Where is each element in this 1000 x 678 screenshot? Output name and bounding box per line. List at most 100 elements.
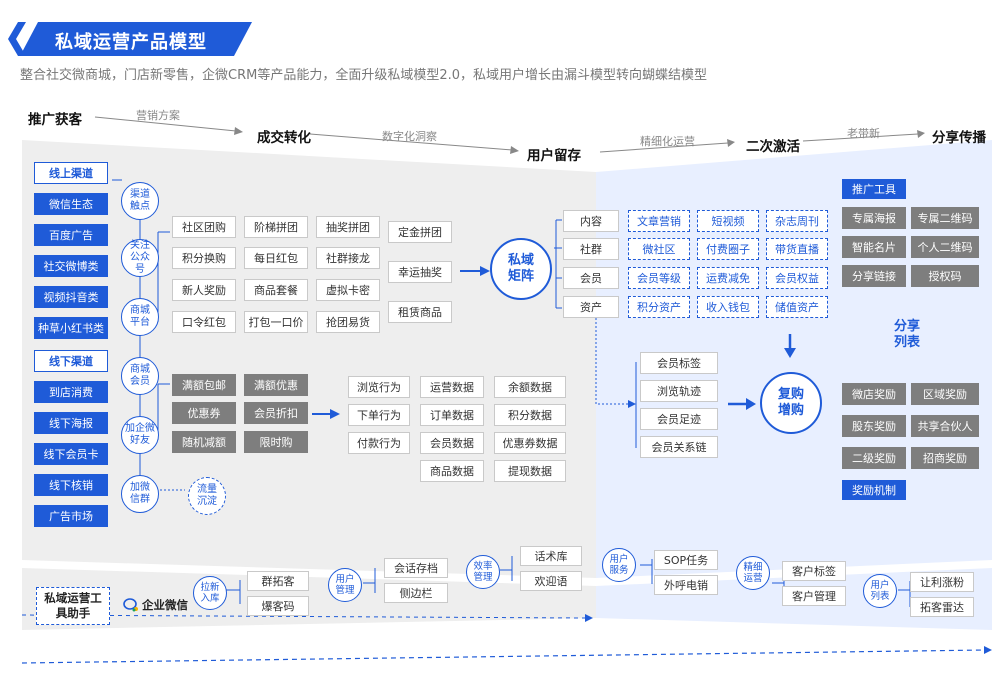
touchpoint-wecom: 加企微好友: [121, 416, 159, 454]
matrix-row-label: 社群: [563, 238, 619, 260]
channel-item: 种草小红书类: [34, 317, 108, 339]
toolbar-title: 私域运营工具助手: [36, 587, 110, 625]
matrix-item: 积分资产: [628, 296, 690, 318]
matrix-item: 短视频: [697, 210, 759, 232]
matrix-item: 运费减免: [697, 267, 759, 289]
data-item: 会员数据: [420, 432, 484, 454]
matrix-item: 带货直播: [766, 238, 828, 260]
discount-item: 随机减额: [172, 431, 236, 453]
member-tag-item: 浏览轨迹: [640, 380, 718, 402]
toolbar-item: 让利涨粉: [910, 572, 974, 592]
promo-item: 社区团购: [172, 216, 236, 238]
matrix-item: 储值资产: [766, 296, 828, 318]
toolbar-group: 精细运营: [736, 556, 770, 590]
data-item: 积分数据: [494, 404, 566, 426]
promo-tool-item: 专属二维码: [911, 207, 979, 229]
channel-item: 微信生态: [34, 193, 108, 215]
repurchase-circle: 复购增购: [760, 372, 822, 434]
promo-item: 新人奖励: [172, 279, 236, 301]
toolbar-gray: [22, 568, 596, 630]
stage-reactivate: 二次激活: [746, 139, 800, 155]
matrix-item: 微社区: [628, 238, 690, 260]
matrix-item: 杂志周刊: [766, 210, 828, 232]
promo-tool-item: 专属海报: [842, 207, 906, 229]
stage-link-label: 营销方案: [136, 109, 180, 122]
promo-item: 每日红包: [244, 247, 308, 269]
channel-item: 百度广告: [34, 224, 108, 246]
page-title: 私域运营产品模型: [55, 32, 207, 53]
data-item: 商品数据: [420, 460, 484, 482]
promo-item: 社群接龙: [316, 247, 380, 269]
matrix-item: 文章营销: [628, 210, 690, 232]
data-item: 优惠券数据: [494, 432, 566, 454]
promo-tools-title: 推广工具: [842, 179, 906, 199]
promo-tool-item: 分享链接: [842, 265, 906, 287]
stage-link-label: 精细化运营: [640, 135, 695, 148]
stage-acquire: 推广获客: [28, 112, 82, 128]
discount-item: 优惠券: [172, 402, 236, 424]
toolbar-item: 拓客雷达: [910, 597, 974, 617]
promo-item: 抢团易货: [316, 311, 380, 333]
toolbar-item: SOP任务: [654, 550, 718, 570]
touchpoint-group: 加微信群: [121, 475, 159, 513]
touchpoint-follow: 关注公众号: [121, 239, 159, 277]
channel-item: 到店消费: [34, 381, 108, 403]
wecom-icon: [123, 598, 138, 612]
toolbar-item: 客户管理: [782, 586, 846, 606]
promo-item: 打包一口价: [244, 311, 308, 333]
stage-retain: 用户留存: [527, 148, 581, 164]
promo-item: 虚拟卡密: [316, 279, 380, 301]
stage-link-label: 数字化洞察: [382, 130, 437, 143]
matrix-item: 会员权益: [766, 267, 828, 289]
toolbar-item: 会话存档: [384, 558, 448, 578]
toolbar-item: 爆客码: [247, 596, 309, 616]
promo-item: 商品套餐: [244, 279, 308, 301]
title-chevron-icon: [8, 22, 26, 56]
toolbar-item: 欢迎语: [520, 571, 582, 591]
data-item: 运营数据: [420, 376, 484, 398]
offline-channel-title: 线下渠道: [34, 350, 108, 372]
discount-item: 限时购: [244, 431, 308, 453]
behavior-item: 下单行为: [348, 404, 410, 426]
matrix-row-label: 会员: [563, 267, 619, 289]
behavior-item: 浏览行为: [348, 376, 410, 398]
member-tag-item: 会员足迹: [640, 408, 718, 430]
promo-extra-item: 定金拼团: [388, 221, 452, 243]
toolbar-item: 外呼电销: [654, 575, 718, 595]
touchpoint-channel: 渠道触点: [121, 182, 159, 220]
promo-item: 抽奖拼团: [316, 216, 380, 238]
reward-item: 股东奖励: [842, 415, 906, 437]
promo-tool-item: 个人二维码: [911, 236, 979, 258]
promo-item: 阶梯拼团: [244, 216, 308, 238]
matrix-item: 收入钱包: [697, 296, 759, 318]
reward-item: 区域奖励: [911, 383, 979, 405]
reward-mechanism: 奖励机制: [842, 480, 906, 500]
stage-share: 分享传播: [932, 130, 986, 146]
share-list-label: 分享列表: [893, 319, 920, 350]
promo-tool-item: 智能名片: [842, 236, 906, 258]
toolbar-group: 用户列表: [863, 574, 897, 608]
promo-tool-item: 授权码: [911, 265, 979, 287]
stage-convert: 成交转化: [257, 130, 311, 146]
reward-item: 二级奖励: [842, 447, 906, 469]
discount-item: 满额包邮: [172, 374, 236, 396]
wecom-logo: 企业微信: [123, 597, 188, 613]
reward-item: 共享合伙人: [911, 415, 979, 437]
touchpoint-mall: 商城平台: [121, 298, 159, 336]
stage-link-label: 老带新: [847, 127, 880, 140]
gray-panel: [22, 140, 596, 578]
reward-item: 微店奖励: [842, 383, 906, 405]
promo-extra-item: 幸运抽奖: [388, 261, 452, 283]
channel-item: 社交微博类: [34, 255, 108, 277]
matrix-item: 会员等级: [628, 267, 690, 289]
matrix-row-label: 资产: [563, 296, 619, 318]
matrix-item: 付费圈子: [697, 238, 759, 260]
matrix-row-label: 内容: [563, 210, 619, 232]
member-tag-item: 会员标签: [640, 352, 718, 374]
touchpoint-member: 商城会员: [121, 357, 159, 395]
flow-retention: 流量沉淀: [188, 477, 226, 515]
toolbar-group: 效率管理: [466, 555, 500, 589]
data-item: 订单数据: [420, 404, 484, 426]
promo-extra-item: 租赁商品: [388, 301, 452, 323]
